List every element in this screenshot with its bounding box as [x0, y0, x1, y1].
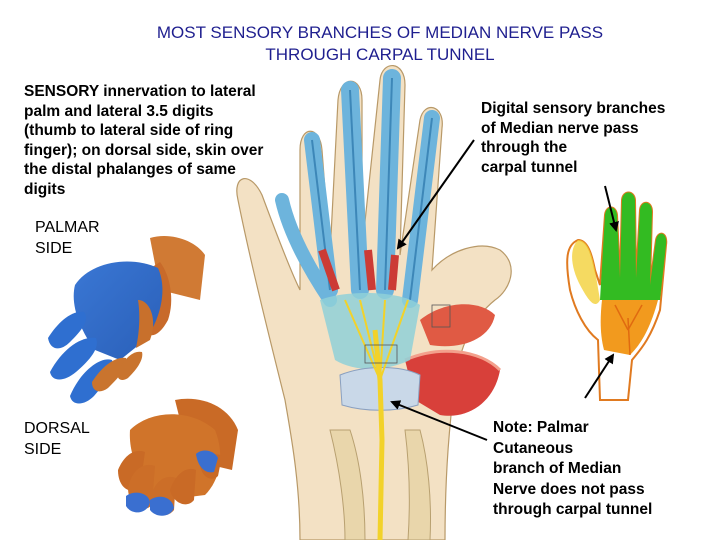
note-line: SENSORY innervation to lateral — [24, 83, 256, 100]
note-line: branch of Median — [493, 460, 622, 477]
palmar-hand-image — [48, 235, 205, 404]
label-line: SIDE — [35, 240, 73, 257]
note-line: (thumb to lateral side of ring — [24, 122, 234, 139]
digital-branches-note: Digital sensory branches of Median nerve… — [481, 99, 711, 177]
note-line: Nerve does not pass — [493, 480, 645, 498]
sensory-innervation-note: SENSORY innervation to lateral palm and … — [24, 82, 314, 199]
note-line: through the — [481, 139, 568, 156]
palmar-side-label: PALMAR SIDE — [35, 217, 100, 259]
palmar-cutaneous-note: Note: Palmar Cutaneous branch of Median … — [493, 418, 713, 521]
note-line: Cutaneous — [493, 439, 574, 457]
dorsal-hand-image — [118, 398, 238, 516]
title-line-2: THROUGH CARPAL TUNNEL — [265, 45, 495, 64]
label-line: DORSAL — [24, 420, 90, 437]
note-line: the distal phalanges of same — [24, 161, 236, 178]
dorsal-side-label: DORSAL SIDE — [24, 418, 90, 460]
arrow-to-digital-branches — [396, 139, 475, 250]
label-line: PALMAR — [35, 219, 100, 236]
note-line: Note: Palmar — [493, 419, 589, 436]
note-line: through carpal tunnel — [493, 501, 653, 518]
note-line: finger); on dorsal side, skin over — [24, 141, 264, 159]
palm-dermatome-hand-image — [566, 191, 668, 401]
note-line: carpal tunnel — [481, 158, 578, 176]
note-line: of Median nerve pass — [481, 119, 639, 137]
note-line: Digital sensory branches — [481, 100, 666, 117]
label-line: SIDE — [24, 441, 62, 458]
note-line: palm and lateral 3.5 digits — [24, 102, 214, 120]
arrow-to-green-digits — [604, 185, 619, 232]
slide-title: MOST SENSORY BRANCHES OF MEDIAN NERVE PA… — [100, 22, 660, 66]
title-line-1: MOST SENSORY BRANCHES OF MEDIAN NERVE PA… — [156, 23, 604, 42]
arrow-to-palmar-cutaneous-area — [584, 353, 615, 399]
arrow-to-carpal-tunnel — [390, 400, 488, 441]
note-line: digits — [24, 180, 66, 198]
